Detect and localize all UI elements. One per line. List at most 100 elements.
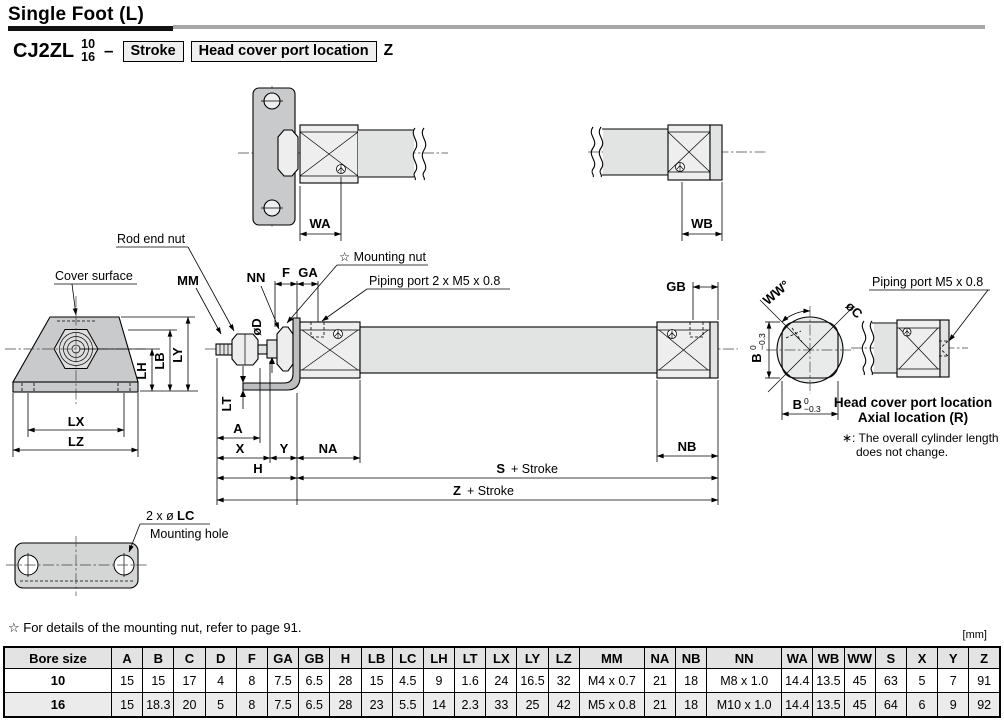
dim-value-cell: 9 (422, 668, 456, 693)
dim-value-cell: 32 (547, 668, 580, 693)
dim-value-cell: 13.5 (812, 668, 845, 693)
dim-value-cell: 64 (874, 692, 907, 718)
column-header: LC (391, 646, 424, 669)
dim-label-nn: NN (247, 270, 266, 285)
dim-value-cell: 14 (422, 692, 456, 718)
view-head-end: WB (588, 124, 768, 241)
dim-label-d: øD (249, 318, 264, 335)
bore-options: 10 16 (81, 38, 95, 64)
title-underline-black (8, 26, 173, 31)
head-cap (709, 124, 723, 181)
dim-label-ww: WW° (760, 277, 792, 308)
tube-break-line (412, 127, 418, 181)
dim-label-na: NA (319, 441, 338, 456)
head-cap (709, 321, 719, 379)
dim-value-cell: 18 (674, 692, 708, 718)
dim-value-cell: 33 (485, 692, 518, 718)
view-rod-end-foot: WA (238, 86, 448, 241)
column-header: D (204, 646, 237, 669)
dim-value-cell: 45 (843, 692, 876, 718)
column-header: GB (298, 646, 331, 669)
svg-text:−0.3: −0.3 (804, 404, 821, 414)
column-header: B (142, 646, 175, 669)
dim-value-cell: 6 (905, 692, 939, 718)
dim-label-ga: GA (298, 265, 318, 280)
column-header: LX (485, 646, 518, 669)
piping-port-symbol (333, 329, 343, 339)
bore-option-10: 10 (81, 37, 96, 51)
piping-port-double-label: Piping port 2 x M5 x 0.8 (369, 274, 500, 288)
mounting-nut-label: ☆ Mounting nut (339, 250, 426, 264)
dim-value-cell: 91 (968, 668, 1001, 693)
lc-callout-prefix: 2 x ø (146, 509, 174, 523)
mounting-nut-shape (276, 326, 294, 372)
column-header: WB (812, 646, 845, 669)
column-header: GA (266, 646, 300, 669)
dim-value-cell: 24 (485, 668, 518, 693)
dim-value-cell: 6.5 (298, 668, 331, 693)
dim-value-cell: 63 (874, 668, 907, 693)
column-header: WW (843, 646, 876, 669)
svg-text:B: B (793, 397, 802, 412)
rod-d-section (266, 339, 278, 359)
column-header: MM (578, 646, 645, 669)
column-header: NB (674, 646, 708, 669)
dim-value-cell: 92 (968, 692, 1001, 718)
dim-label-lh: LH (134, 362, 149, 379)
piping-port-symbol (336, 164, 346, 174)
piping-port-symbol (675, 162, 685, 172)
column-header: S (874, 646, 907, 669)
dim-label-x: X (236, 441, 245, 456)
column-header: Y (937, 646, 970, 669)
dim-value-cell: 6.5 (298, 692, 331, 718)
dim-value-cell: 5.5 (391, 692, 424, 718)
model-dash: – (104, 41, 114, 60)
dim-value-cell: 18 (674, 668, 708, 693)
cylinder-tube (359, 326, 658, 374)
stroke-box: Stroke (122, 40, 184, 62)
bore-size-cell: 16 (3, 692, 112, 718)
dim-label-z: Z (453, 483, 461, 498)
rod-end-nut-label: Rod end nut (117, 232, 186, 246)
dim-value-cell: 13.5 (812, 692, 845, 718)
dim-value-cell: 14.4 (781, 668, 814, 693)
column-header: LB (360, 646, 393, 669)
dim-label-nb: NB (678, 439, 697, 454)
dim-label-a: A (233, 421, 243, 436)
unit-label: [mm] (962, 629, 987, 641)
model-designation: CJ2ZL 10 16 – Stroke Head cover port loc… (13, 38, 393, 64)
dim-value-cell: M8 x 1.0 (706, 668, 783, 693)
column-header: LT (454, 646, 487, 669)
column-header: LY (516, 646, 549, 669)
head-cap (939, 319, 950, 378)
dim-value-cell: M5 x 0.8 (578, 692, 645, 718)
svg-text:−0.3: −0.3 (757, 333, 767, 350)
bore-option-16: 16 (81, 50, 96, 64)
view-foot-top: 2 x ø LC Mounting hole (6, 508, 229, 596)
dim-label-b-vertical: B 0 −0.3 (748, 333, 767, 363)
dim-value-cell: 7.5 (266, 692, 300, 718)
dim-value-cell: 23 (360, 692, 393, 718)
dim-value-cell: 28 (329, 668, 362, 693)
dim-value-cell: 7 (937, 668, 970, 693)
dim-label-b-horizontal: B 0 −0.3 (793, 396, 821, 414)
axial-note-line2: does not change. (856, 445, 948, 459)
bore-size-cell: 10 (3, 668, 112, 693)
column-header: LH (422, 646, 456, 669)
model-series: CJ2ZL (13, 39, 75, 62)
dim-label-h: H (253, 461, 262, 476)
dim-value-cell: 20 (173, 692, 206, 718)
dim-value-cell: 4.5 (391, 668, 424, 693)
dim-label-s-stroke: + Stroke (511, 462, 558, 476)
column-header: X (905, 646, 939, 669)
column-header: NN (706, 646, 783, 669)
dim-value-cell: 15 (142, 668, 175, 693)
dim-value-cell: 14.4 (781, 692, 814, 718)
dim-label-ly: LY (170, 347, 185, 363)
column-header: A (110, 646, 144, 669)
